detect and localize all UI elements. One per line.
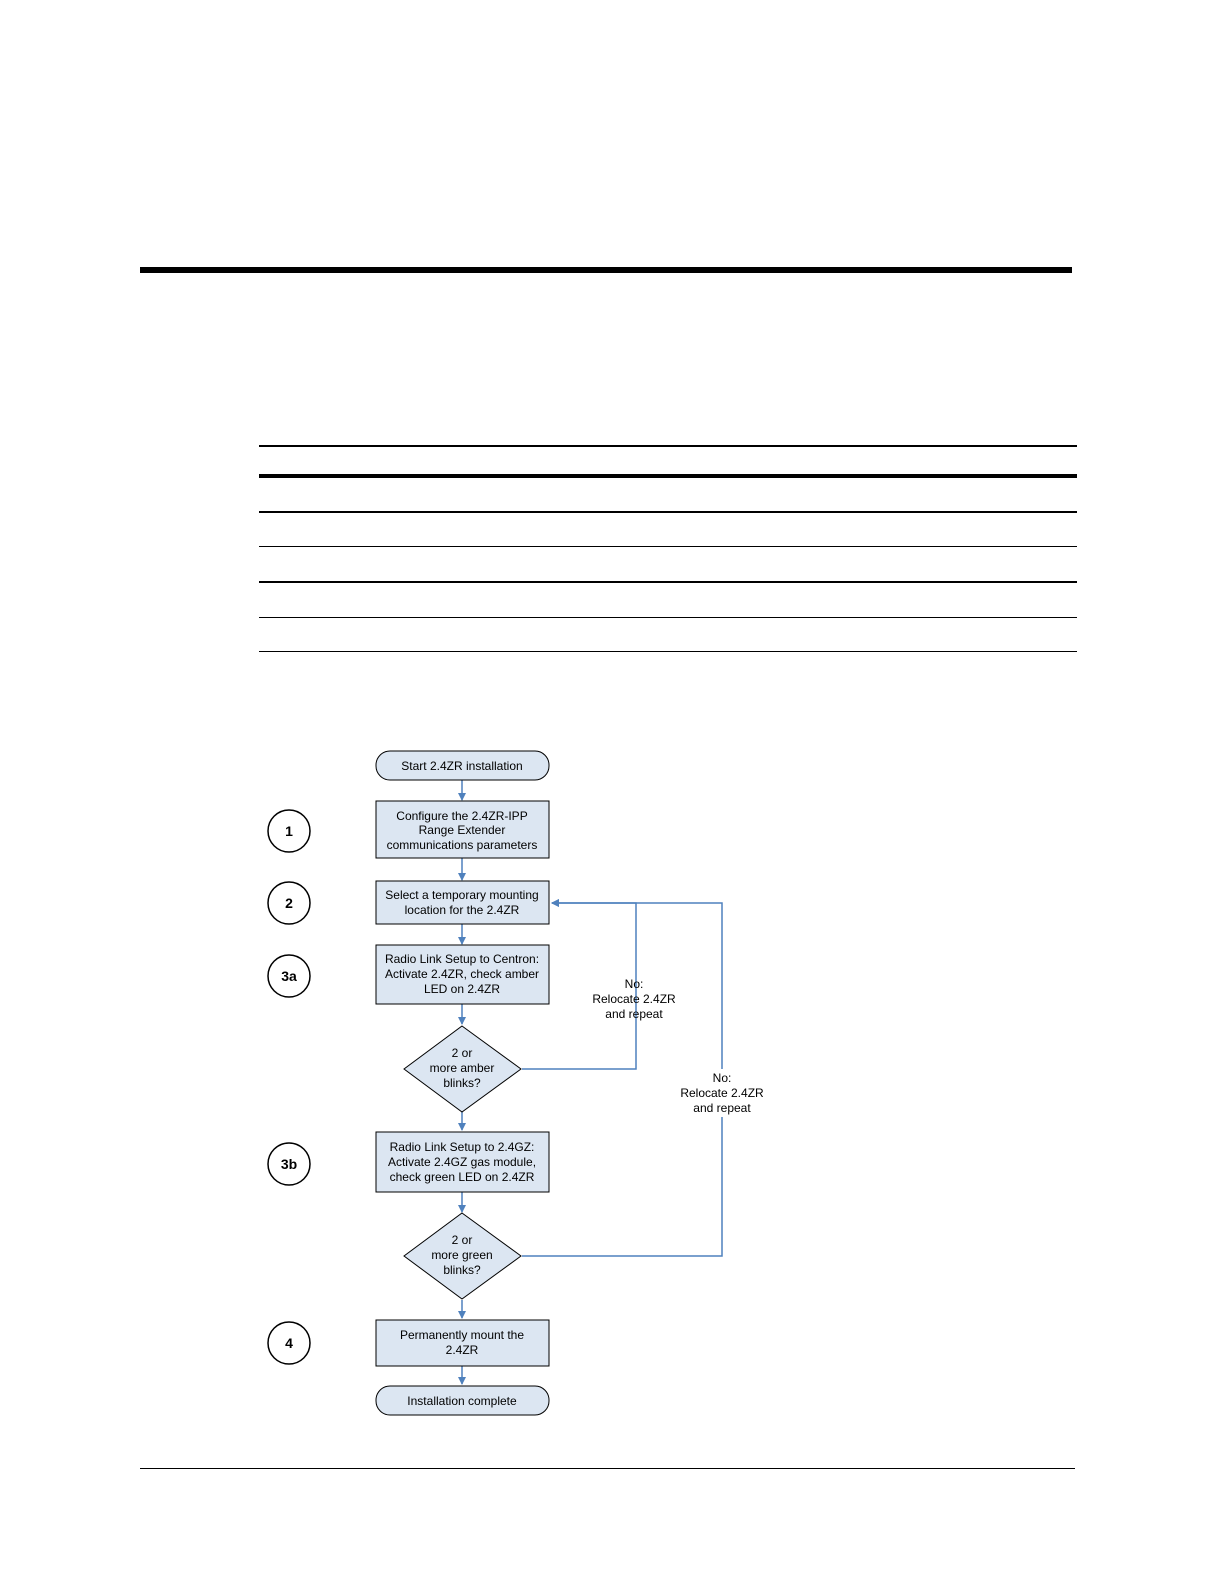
step-marker-2: 2 [267,881,311,925]
step-box-2: Select a temporary mounting location for… [375,880,550,925]
loop-label-2: No: Relocate 2.4ZR and repeat [672,1069,772,1117]
end-label: Installation complete [407,1394,517,1408]
step-1-line-3: communications parameters [387,838,538,852]
table-rule-row-1 [259,511,1077,513]
loop-1-line-1: No: [625,977,644,991]
decision-green-blinks: 2 or more green blinks? [403,1212,522,1300]
table-rule-row-3 [259,581,1077,583]
end-terminator: Installation complete [375,1385,550,1416]
step-1-line-1: Configure the 2.4ZR-IPP [396,809,527,823]
step-number-1: 1 [285,823,293,839]
decision-2-line-3: blinks? [443,1263,481,1277]
loop-label-1: No: Relocate 2.4ZR and repeat [592,977,676,1021]
table-rule-row-4 [259,617,1077,618]
step-box-1: Configure the 2.4ZR-IPP Range Extender c… [375,800,550,859]
start-label: Start 2.4ZR installation [401,759,522,773]
step-3b-line-3: check green LED on 2.4ZR [390,1170,535,1184]
step-2-line-1: Select a temporary mounting [385,888,538,902]
step-3b-line-1: Radio Link Setup to 2.4GZ: [390,1140,535,1154]
step-marker-3b: 3b [267,1142,311,1186]
loop-2-line-3: and repeat [693,1101,751,1115]
step-3a-line-3: LED on 2.4ZR [424,982,500,996]
step-3a-line-1: Radio Link Setup to Centron: [385,952,539,966]
step-number-4: 4 [285,1335,293,1351]
step-box-4: Permanently mount the 2.4ZR [375,1319,550,1367]
step-4-line-2: 2.4ZR [446,1343,479,1357]
decision-amber-blinks: 2 or more amber blinks? [403,1025,522,1113]
start-terminator: Start 2.4ZR installation [375,750,550,781]
step-marker-1: 1 [267,809,311,853]
decision-2-line-1: 2 or [452,1233,473,1247]
step-4-line-1: Permanently mount the [400,1328,524,1342]
step-box-3a: Radio Link Setup to Centron: Activate 2.… [375,944,550,1005]
decision-2-line-2: more green [431,1248,492,1262]
table-rule-bottom [259,651,1077,652]
step-3a-line-2: Activate 2.4ZR, check amber [385,967,539,981]
step-marker-4: 4 [267,1321,311,1365]
loop-1-line-2: Relocate 2.4ZR [592,992,676,1006]
decision-1-line-1: 2 or [452,1046,473,1060]
table-rule-row-2 [259,546,1077,547]
footer-rule [140,1468,1075,1469]
step-box-3b: Radio Link Setup to 2.4GZ: Activate 2.4G… [375,1131,550,1193]
table-rule-top [259,445,1077,447]
loop-1-line-3: and repeat [605,1007,663,1021]
step-1-line-2: Range Extender [419,823,506,837]
decision-1-line-3: blinks? [443,1076,481,1090]
loop-2-line-2: Relocate 2.4ZR [680,1086,764,1100]
table-rule-header [259,474,1077,478]
decision-1-line-2: more amber [430,1061,495,1075]
step-number-2: 2 [285,895,293,911]
step-3b-line-2: Activate 2.4GZ gas module, [388,1155,536,1169]
loop-2-line-1: No: [713,1071,732,1085]
header-rule [140,267,1072,273]
step-2-line-2: location for the 2.4ZR [405,903,520,917]
step-marker-3a: 3a [267,954,311,998]
step-number-3a: 3a [281,968,297,984]
step-number-3b: 3b [281,1156,297,1172]
